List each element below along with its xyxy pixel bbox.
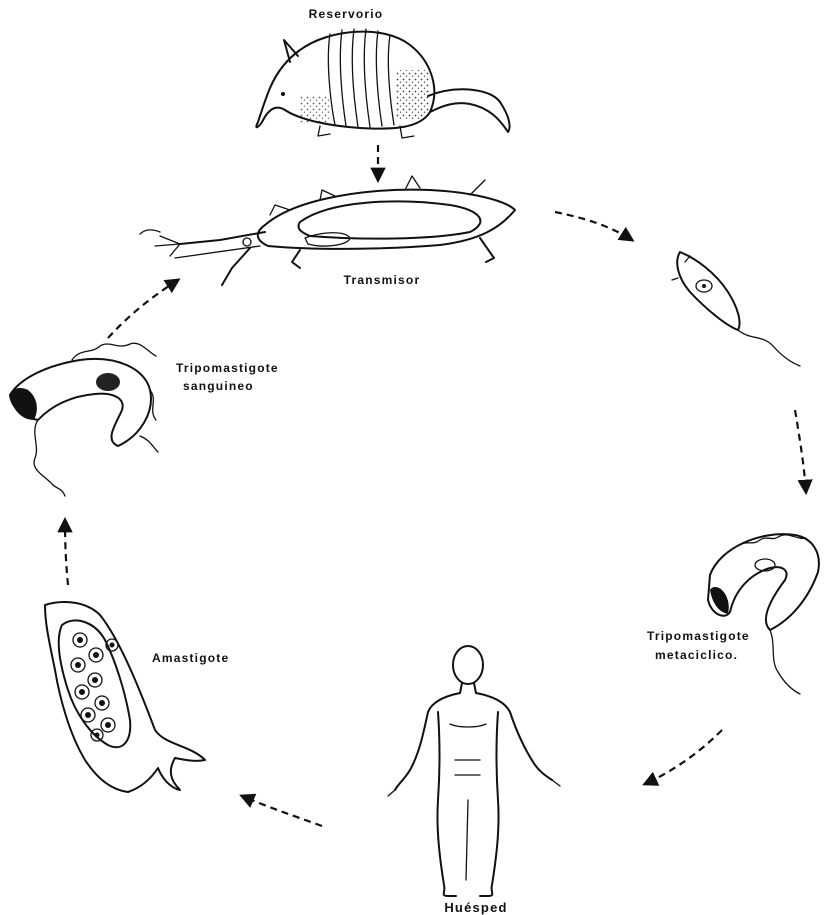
amastigote-label: Amastigote (152, 651, 229, 665)
armadillo-illustration (256, 29, 509, 138)
amastigote-cell-illustration (45, 602, 205, 792)
arrow-blood-trypomastigote-to-vector (108, 280, 178, 338)
reservoir-label: Reservorio (309, 7, 384, 21)
arrow-vector-to-epimastigote (555, 212, 632, 240)
arrow-epimastigote-to-metacyclic (795, 410, 806, 492)
triatomine-bug-illustration (140, 176, 515, 285)
metacyclic-trypomastigote-illustration (708, 534, 819, 694)
epimastigote-illustration (672, 252, 800, 366)
human-host-illustration (388, 646, 560, 896)
blood-trypomastigote-label-line1: Tripomastigote (176, 361, 279, 375)
arrow-metacyclic-to-host (645, 730, 722, 784)
blood-trypomastigote-label-line2: sanguineo (183, 379, 254, 393)
vector-label: Transmisor (344, 273, 421, 287)
arrow-amastigote-to-blood-trypomastigote (65, 520, 68, 585)
blood-trypomastigote-illustration (10, 343, 158, 496)
host-label: Huésped (444, 900, 507, 915)
metacyclic-label-line1: Tripomastigote (647, 629, 750, 643)
arrow-host-to-amastigote (242, 796, 322, 826)
metacyclic-label-line2: metaciclico. (655, 648, 738, 662)
